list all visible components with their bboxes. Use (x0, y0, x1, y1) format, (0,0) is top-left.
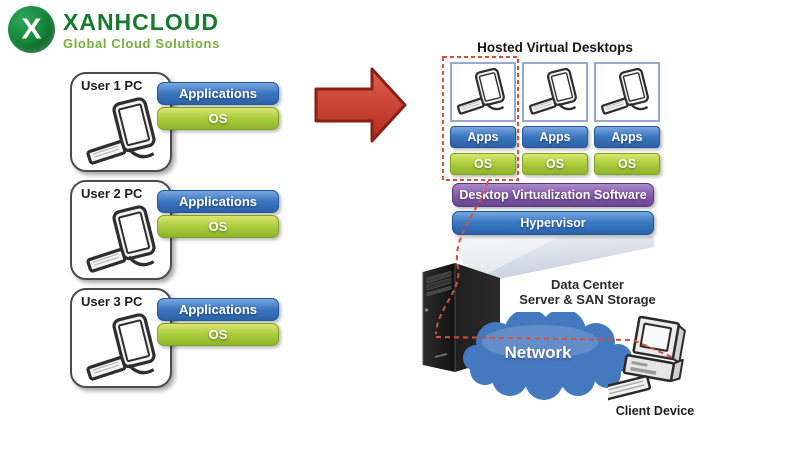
os-bar: OS (522, 153, 588, 175)
apps-bar: Apps (450, 126, 516, 148)
datacenter-label-line2: Server & SAN Storage (519, 292, 656, 307)
client-device-label: Client Device (615, 404, 695, 418)
user-pc-label: User 2 PC (81, 186, 143, 201)
apps-bar: Apps (594, 126, 660, 148)
logo-x-icon: X (8, 6, 55, 53)
os-bar: OS (157, 107, 279, 130)
desktop-pc-icon (599, 67, 655, 117)
logo: X XANHCLOUD Global Cloud Solutions (8, 6, 220, 53)
network-label: Network (504, 343, 572, 362)
desktop-pc-icon (527, 67, 583, 117)
user-pc-label: User 1 PC (81, 78, 143, 93)
logo-x-glyph: X (21, 13, 42, 45)
brand-tagline: Global Cloud Solutions (63, 36, 220, 51)
user-pc-box: User 2 PC (70, 180, 172, 280)
user-pc-box: User 3 PC (70, 288, 172, 388)
hosted-virtual-desktops-title: Hosted Virtual Desktops (477, 40, 633, 55)
datacenter-label-line1: Data Center (551, 277, 624, 292)
applications-bar: Applications (157, 190, 279, 213)
vm-desktop-box (450, 62, 516, 122)
user-pc-group-1: User 1 PC Applications OS (70, 72, 282, 174)
logo-text: XANHCLOUD Global Cloud Solutions (63, 6, 220, 51)
os-bar: OS (594, 153, 660, 175)
user-pc-label: User 3 PC (81, 294, 143, 309)
applications-bar: Applications (157, 82, 279, 105)
desktop-pc-icon (455, 67, 511, 117)
desktop-virtualization-software-bar: Desktop Virtualization Software (452, 183, 654, 207)
vm-desktop-box (594, 62, 660, 122)
vm-desktop-box (522, 62, 588, 122)
user-pc-group-3: User 3 PC Applications OS (70, 288, 282, 390)
os-bar: OS (157, 323, 279, 346)
os-bar: OS (450, 153, 516, 175)
client-computer-icon (608, 316, 686, 401)
apps-bar: Apps (522, 126, 588, 148)
applications-bar: Applications (157, 298, 279, 321)
os-bar: OS (157, 215, 279, 238)
user-pc-group-2: User 2 PC Applications OS (70, 180, 282, 282)
right-arrow-icon (314, 67, 407, 143)
desktop-pc-icon (84, 96, 164, 168)
desktop-pc-icon (84, 312, 164, 384)
brand-name: XANHCLOUD (63, 9, 219, 35)
desktop-pc-icon (84, 204, 164, 276)
hypervisor-bar: Hypervisor (452, 211, 654, 235)
datacenter-label: Data Center Server & SAN Storage (505, 277, 670, 307)
user-pc-box: User 1 PC (70, 72, 172, 172)
